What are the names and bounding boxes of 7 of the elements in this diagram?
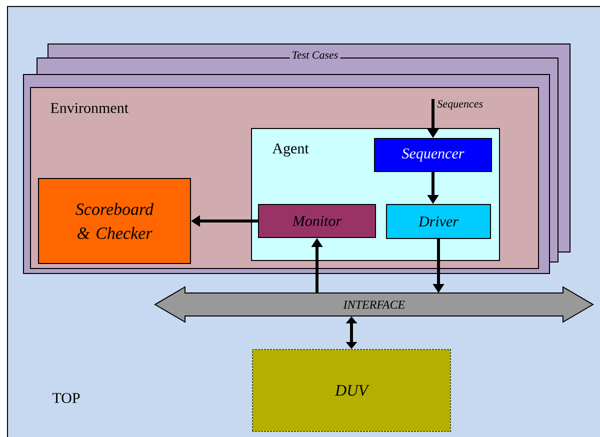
interface-bus: INTERFACE xyxy=(154,286,594,323)
monitor-box: Monitor xyxy=(258,204,376,238)
sequencer-box: Sequencer xyxy=(374,138,492,172)
duv-box: DUV xyxy=(252,349,451,432)
driver-box: Driver xyxy=(386,204,491,239)
scoreboard-box: Scoreboard & Checker xyxy=(38,178,191,264)
sequences-label: Sequences xyxy=(437,100,483,110)
